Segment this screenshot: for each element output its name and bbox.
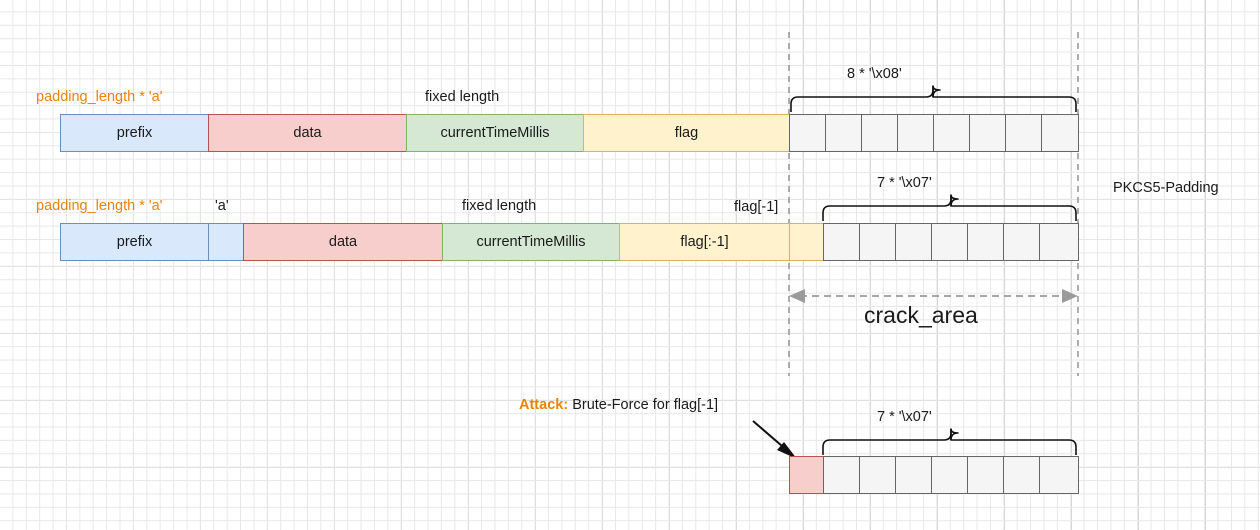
row2-brace-label: 7 * '\x07' [877,175,932,191]
brace-row2 [822,194,1077,221]
row2-padding-cell[interactable] [859,223,896,261]
bottom-padding-cell[interactable] [931,456,968,494]
row1-padding-cell[interactable] [1041,114,1079,152]
row2-currenttimemillis-block[interactable]: currentTimeMillis [442,223,620,261]
row1-prefix-block[interactable]: prefix [60,114,209,152]
bottom-padding-cell[interactable] [859,456,896,494]
bruteforce-guess-cell[interactable] [789,456,824,494]
row2-prefix-block[interactable]: prefix [60,223,209,261]
row2-data-block[interactable]: data [243,223,443,261]
attack-note-text: Brute-Force for flag[-1] [572,397,719,413]
row2-extra-a-block[interactable] [208,223,244,261]
brace-bottom [822,428,1077,455]
row2-padding-cell[interactable] [1039,223,1079,261]
crack-area-label: crack_area [864,302,978,328]
crack-area-arrow-head-right [1062,289,1078,303]
row1-currenttimemillis-block[interactable]: currentTimeMillis [406,114,584,152]
row1-padding-cell[interactable] [825,114,862,152]
row2-single-a-label: 'a' [215,198,229,214]
row1-padding-cell[interactable] [1005,114,1042,152]
brace-row1 [790,85,1077,112]
crack-area-arrow-head-left [789,289,805,303]
attack-arrow-head [777,442,797,459]
row1-fixed-length-label: fixed length [425,89,500,105]
bottom-padding-cell[interactable] [895,456,932,494]
row1-padding-length-label: padding_length * 'a' [36,89,163,105]
row2-fixed-length-label: fixed length [462,198,537,214]
row2-padding-cell[interactable] [823,223,860,261]
row1-padding-cell[interactable] [861,114,898,152]
row1-flag-block[interactable]: flag [583,114,790,152]
row2-padding-cell[interactable] [1003,223,1040,261]
row1-padding-cell[interactable] [897,114,934,152]
row2-padding-cell[interactable] [895,223,932,261]
row1-padding-cell[interactable] [789,114,826,152]
bottom-brace-label: 7 * '\x07' [877,409,932,425]
attack-note: Attack: Brute-Force for flag[-1] [519,397,718,413]
row2-flag-last-byte-label: flag[-1] [734,199,779,215]
row1-padding-cell[interactable] [969,114,1006,152]
row1-data-block[interactable]: data [208,114,407,152]
row2-padding-cell[interactable] [931,223,968,261]
bottom-padding-cell[interactable] [967,456,1004,494]
attack-note-prefix: Attack: [519,397,569,413]
row2-padding-cell[interactable] [967,223,1004,261]
bottom-padding-cell[interactable] [1003,456,1040,494]
bottom-padding-cell[interactable] [823,456,860,494]
row2-padding-length-label: padding_length * 'a' [36,198,163,214]
row2-flag-last-byte-block[interactable] [789,223,824,261]
row1-brace-label: 8 * '\x08' [847,66,902,82]
row1-padding-cell[interactable] [933,114,970,152]
row2-flag-truncated-block[interactable]: flag[:-1] [619,223,790,261]
pkcs5-padding-label: PKCS5-Padding [1113,180,1219,196]
bottom-padding-cell[interactable] [1039,456,1079,494]
